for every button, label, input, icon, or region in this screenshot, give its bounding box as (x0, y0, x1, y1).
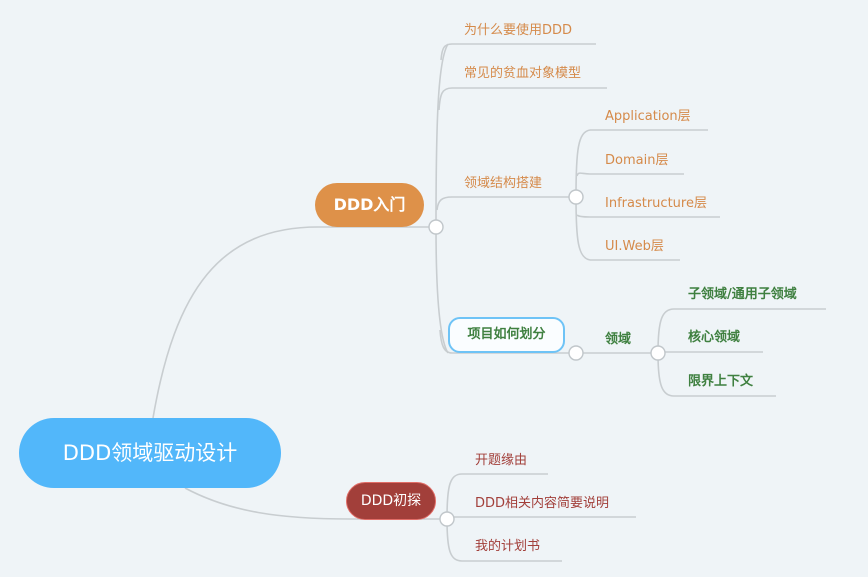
topic-ddd-first-look[interactable]: DDD初探 (346, 482, 436, 520)
topic-uiweb-layer[interactable]: UI.Web层 (605, 239, 664, 254)
connector-structure-trunk (575, 129, 591, 261)
connector-structure-infra (576, 214, 720, 218)
topic-reason[interactable]: 开题缘由 (475, 453, 528, 468)
topic-ddd-summary[interactable]: DDD相关内容简要说明 (475, 496, 610, 511)
topic-my-plan[interactable]: 我的计划书 (475, 539, 541, 554)
connector-intro-structure (436, 196, 576, 211)
topic-why-ddd[interactable]: 为什么要使用DDD (464, 23, 573, 38)
topic-project-division[interactable]: 项目如何划分 (448, 317, 565, 353)
connector-root-intro (152, 226, 436, 419)
topic-structure-setup[interactable]: 领域结构搭建 (464, 176, 543, 191)
topic-domain-layer[interactable]: Domain层 (605, 153, 669, 168)
topic-subdomain[interactable]: 子领域/通用子领域 (688, 287, 797, 302)
connector-intro-project (439, 329, 576, 354)
connector-intro-why (440, 43, 596, 61)
collapse-toggle-intro (428, 219, 444, 235)
topic-core-domain[interactable]: 核心领域 (688, 330, 741, 345)
root-topic[interactable]: DDD领域驱动设计 (19, 418, 281, 488)
collapse-toggle-structure (568, 189, 584, 205)
connector-intro-trunk (435, 43, 449, 354)
collapse-toggle-domain (650, 345, 666, 361)
topic-bounded-context[interactable]: 限界上下文 (688, 374, 754, 389)
topic-anemic-model[interactable]: 常见的贫血对象模型 (464, 66, 582, 81)
topic-infrastructure-layer[interactable]: Infrastructure层 (605, 196, 707, 211)
collapse-toggle-project (568, 345, 584, 361)
topic-application-layer[interactable]: Application层 (605, 109, 691, 124)
collapse-toggle-first (439, 511, 455, 527)
connector-intro-anemic (438, 87, 607, 111)
topic-domain[interactable]: 领域 (605, 332, 632, 347)
connector-structure-domain (576, 172, 684, 177)
connector-root-first (184, 487, 447, 520)
topic-ddd-intro[interactable]: DDD入门 (315, 183, 424, 227)
